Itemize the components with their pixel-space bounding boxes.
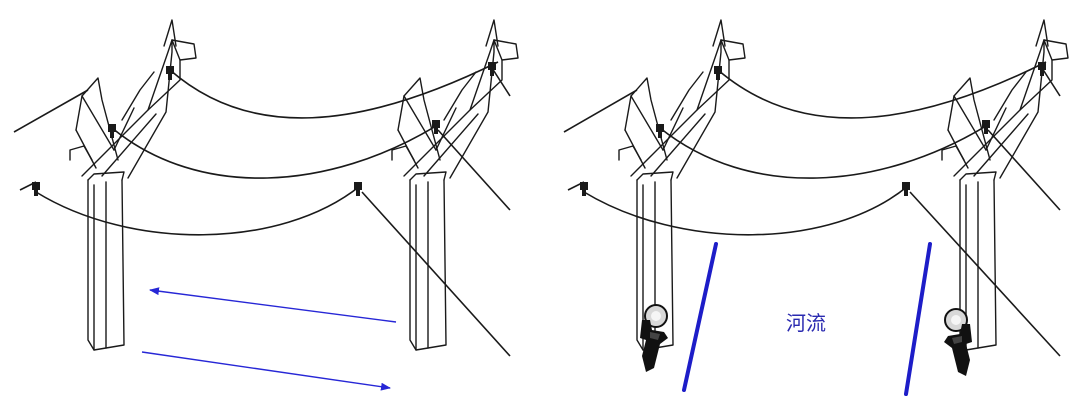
insulator-clamp [714, 66, 722, 80]
conductors-right [563, 61, 1061, 357]
insulator-clamp [166, 66, 174, 80]
right-panel: 河流 [563, 19, 1069, 396]
insulator-clamp [108, 124, 116, 138]
insulator-clamp [902, 182, 910, 196]
conductors-left [13, 61, 511, 357]
insulator-clamp [354, 182, 362, 196]
flow-arrow-left [149, 287, 397, 323]
insulator-clamp [488, 62, 496, 76]
tower-right-1 [618, 19, 746, 351]
river-label: 河流 [786, 311, 826, 335]
scanner-device-left [639, 304, 669, 373]
left-panel [13, 19, 519, 391]
tower-right-2 [941, 19, 1069, 351]
river-bank-left [682, 242, 718, 392]
insulator-clamp [656, 124, 664, 138]
scanner-device-right [943, 308, 973, 377]
insulator-clamp [1038, 62, 1046, 76]
river-bank-right [904, 242, 932, 396]
tower-left-1 [69, 19, 197, 351]
flow-arrow-right [141, 351, 391, 391]
tower-left-2 [391, 19, 519, 351]
